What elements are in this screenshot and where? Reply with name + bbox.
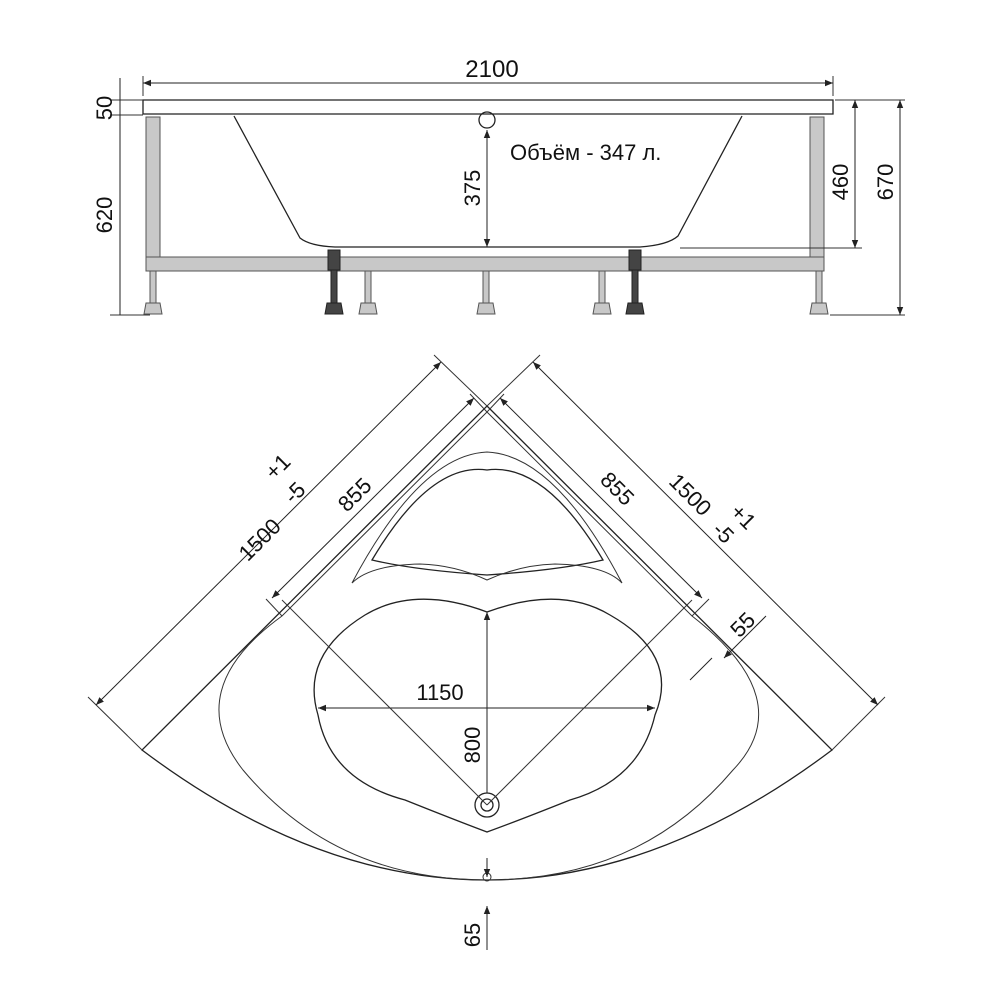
frame-feet xyxy=(143,249,829,315)
dim-rim-label: 50 xyxy=(92,96,117,120)
top-view: 1500 +1 -5 855 855 1500 -5 +1 55 1150 80… xyxy=(87,354,886,950)
dim-leg-height-label: 620 xyxy=(92,197,117,234)
overflow-icon xyxy=(478,111,496,129)
bowl-width-label: 1150 xyxy=(416,680,463,705)
left-inner-label: 855 xyxy=(333,473,377,517)
volume-label: Объём - 347 л. xyxy=(510,140,661,165)
left-outer-label: 1500 xyxy=(234,514,286,566)
bowl-length-label: 800 xyxy=(460,727,485,764)
dim-inner-height-label: 460 xyxy=(828,164,853,201)
frame-post-left xyxy=(145,116,161,258)
rim-inner-line xyxy=(218,411,760,881)
dim-total-height-label: 670 xyxy=(873,164,898,201)
left-tol-minus: -5 xyxy=(279,477,311,509)
seat-backrest xyxy=(351,451,623,584)
bottom-offset-label: 65 xyxy=(460,923,485,947)
side-view: 2100 50 620 375 Объём - 347 л. 460 670 xyxy=(92,56,905,316)
tub-basin xyxy=(233,115,743,248)
right-outer-label: 1500 xyxy=(664,469,716,521)
tub-rim xyxy=(142,99,834,115)
rim-offset-label: 55 xyxy=(725,607,760,642)
dim-width-label: 2100 xyxy=(465,56,518,83)
frame-rail xyxy=(145,256,825,272)
basin-outline xyxy=(313,598,663,833)
right-inner-label: 855 xyxy=(595,467,639,511)
dim-depth-label: 375 xyxy=(460,170,485,207)
frame-post-right xyxy=(809,116,825,258)
